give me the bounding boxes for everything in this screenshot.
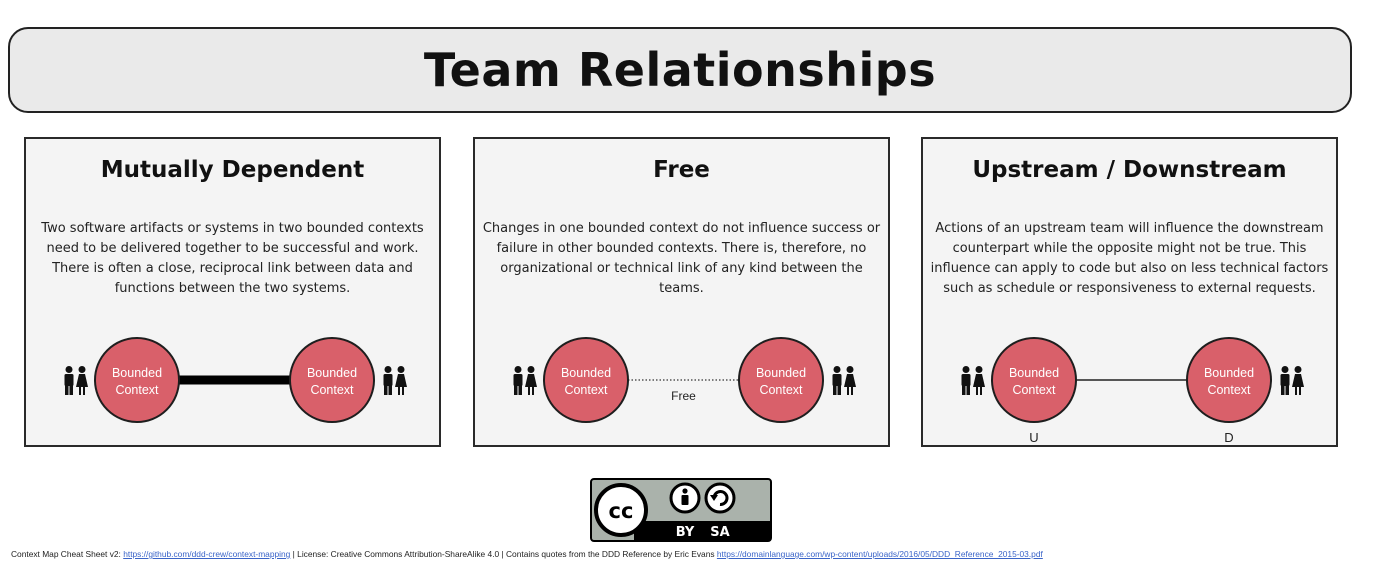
- panel-description: Changes in one bounded context do not in…: [482, 221, 881, 296]
- cc-by-sa-license-badge[interactable]: cc BY SA: [590, 478, 772, 542]
- connector-label: Free: [671, 389, 696, 403]
- bounded-context-label: Context: [759, 383, 803, 397]
- repo-link[interactable]: https://github.com/ddd-crew/context-mapp…: [123, 549, 291, 559]
- bounded-context-label: Bounded: [112, 366, 162, 380]
- footer-credits: Context Map Cheat Sheet v2: https://gith…: [11, 549, 1367, 559]
- panel-heading: Mutually Dependent: [100, 157, 365, 183]
- team-people-icon: [383, 366, 407, 395]
- page-title: Team Relationships: [423, 43, 937, 97]
- team-people-icon: [961, 366, 985, 395]
- team-people-icon: [64, 366, 88, 395]
- bounded-context-label: Bounded: [1009, 366, 1059, 380]
- by-label: BY: [676, 525, 695, 540]
- bounded-context-label: Context: [564, 383, 608, 397]
- panel-description: Two software artifacts or systems in two…: [41, 221, 424, 296]
- sa-label: SA: [710, 525, 729, 540]
- cc-icon: cc: [594, 483, 648, 537]
- team-people-icon: [832, 366, 856, 395]
- panel-heading: Upstream / Downstream: [972, 157, 1287, 183]
- bounded-context-label: Bounded: [561, 366, 611, 380]
- bounded-context-label: Context: [1207, 383, 1251, 397]
- panel-heading: Free: [653, 157, 710, 183]
- cc-text: cc: [609, 499, 634, 523]
- bounded-context-label: Context: [115, 383, 159, 397]
- team-people-icon: [1280, 366, 1304, 395]
- bounded-context-label: Bounded: [307, 366, 357, 380]
- ddd-reference-link[interactable]: https://domainlanguage.com/wp-content/up…: [716, 549, 1043, 559]
- panel-free: Free Changes in one bounded context do n…: [473, 137, 890, 447]
- by-attribution-icon: [669, 482, 701, 514]
- title-banner: Team Relationships: [8, 27, 1352, 113]
- bounded-context-label: Bounded: [756, 366, 806, 380]
- upstream-tag: U: [1029, 430, 1038, 445]
- sa-share-alike-icon: [704, 482, 736, 514]
- footer-prefix: Context Map Cheat Sheet v2:: [11, 549, 124, 559]
- bounded-context-label: Bounded: [1204, 366, 1254, 380]
- bounded-context-label: Context: [310, 383, 354, 397]
- team-people-icon: [513, 366, 537, 395]
- bounded-context-label: Context: [1012, 383, 1056, 397]
- panel-description: Actions of an upstream team will influen…: [930, 221, 1329, 296]
- panel-mutually-dependent: Mutually Dependent Two software artifact…: [24, 137, 441, 447]
- footer-middle: | License: Creative Commons Attribution-…: [290, 549, 717, 559]
- panel-upstream-downstream: Upstream / Downstream Actions of an upst…: [921, 137, 1338, 447]
- downstream-tag: D: [1224, 430, 1233, 445]
